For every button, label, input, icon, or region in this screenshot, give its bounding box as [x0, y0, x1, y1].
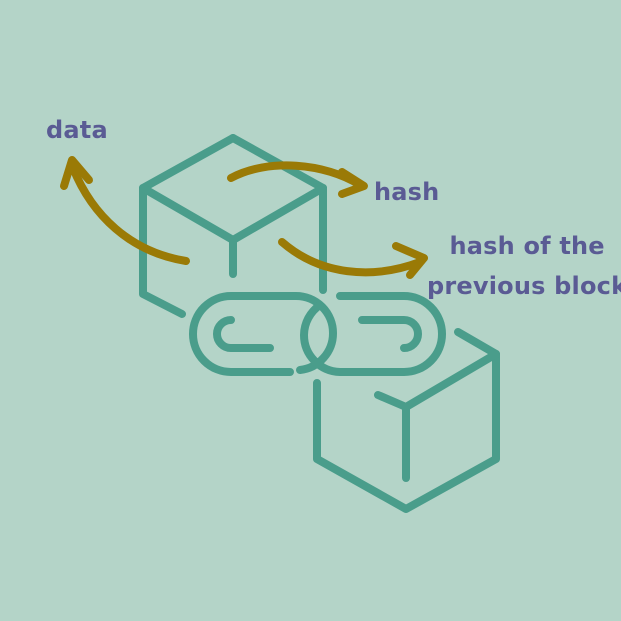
chain-link-left-inner [213, 316, 274, 352]
bottom-block-top-face [374, 350, 500, 411]
previous-hash-arrowhead-icon [392, 242, 428, 279]
chain-link-left [189, 292, 338, 376]
previous-hash-label-line2: previous block [427, 272, 621, 300]
previous-hash-label-line1: hash of the [449, 232, 605, 260]
data-label: data [46, 116, 108, 144]
previous-hash-label: hash of the previous block [427, 226, 621, 306]
top-block-top-face [139, 184, 327, 244]
chain-link-icon [189, 292, 446, 376]
arrows [60, 156, 428, 279]
bottom-block-outline [313, 328, 500, 513]
top-block-cube-icon [139, 134, 327, 318]
top-block-outline-left [139, 134, 237, 318]
data-arrowhead-icon [60, 156, 93, 190]
chain-link-right-inner [358, 316, 422, 352]
bottom-block-cube-icon [313, 328, 500, 513]
hash-arrowhead-icon [338, 168, 368, 198]
chain-link-right [300, 292, 446, 376]
previous-hash-arrow-icon [278, 238, 424, 277]
data-arrow-icon [69, 164, 190, 265]
hash-label: hash [374, 178, 440, 206]
